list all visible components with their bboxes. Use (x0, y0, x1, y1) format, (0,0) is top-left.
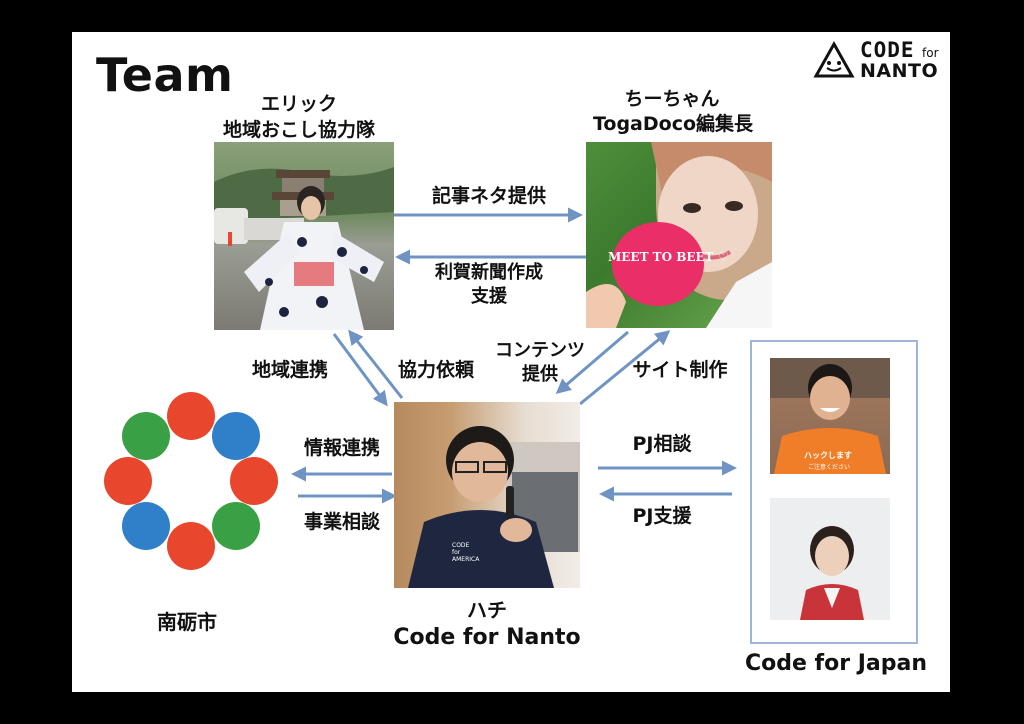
logo-mark-icon (813, 40, 855, 78)
emblem-circle-red (230, 457, 278, 505)
emblem-circle-red (167, 392, 215, 440)
code-for-japan-box (750, 340, 918, 644)
chi-name: ちーちゃん (624, 88, 720, 110)
emblem-circle-red (167, 522, 215, 570)
label-cfj-to-hachi: PJ支援 (632, 505, 692, 527)
label-chi-to-eric-2: 支援 (471, 286, 507, 307)
nanto-city-emblem (104, 392, 278, 570)
label-eric-to-chi: 記事ネタ提供 (431, 185, 546, 207)
label-chi-to-hachi-2: 提供 (522, 364, 558, 385)
arrow-chi-to-hachi (555, 330, 629, 394)
arrows-layer (291, 207, 737, 504)
emblem-circle-red (104, 457, 152, 505)
label-hachi-to-chi: サイト制作 (632, 359, 728, 381)
code-for-japan-label: Code for Japan (744, 651, 928, 676)
chi-photo-sign-text: MEET TO BEET ♡ (608, 250, 729, 264)
label-hachi-to-cfj: PJ相談 (632, 433, 692, 455)
label-chi-to-hachi-1: コンテンツ (495, 340, 585, 361)
label-hachi-to-city: 情報連携 (303, 437, 380, 459)
label-city-to-hachi: 事業相談 (303, 511, 380, 533)
arrow-hachi-to-chi (579, 330, 671, 406)
cfj-member-photo-1: ハックします ご注意ください (770, 358, 890, 474)
hachi-photo: CODE for AMERICA (394, 402, 580, 588)
logo-line1-suffix: for (922, 46, 939, 60)
logo-line1: CODE (860, 38, 915, 62)
eric-photo (214, 142, 394, 330)
emblem-circle-green (122, 412, 170, 460)
code-for-nanto-logo: CODE for NANTO (812, 38, 946, 82)
cfj-member-photo-2 (770, 498, 890, 620)
cfj-shirt-text-1: ハックします (804, 451, 852, 460)
arrow-eric-to-hachi (332, 333, 388, 407)
hachi-role: Code for Nanto (393, 625, 581, 650)
emblem-circle-green (212, 502, 260, 550)
hachi-name: ハチ (467, 598, 507, 622)
label-eric-to-hachi: 地域連携 (251, 359, 328, 381)
slide: Team CODE for NANTO エリック 地域おこし協力隊 ちーちゃん … (72, 32, 950, 692)
emblem-circle-blue (122, 502, 170, 550)
chi-role: TogaDoco編集長 (592, 113, 754, 135)
label-chi-to-eric-1: 利賀新聞作成 (435, 262, 543, 283)
arrow-hachi-to-eric (348, 329, 404, 399)
eric-role: 地域おこし協力隊 (222, 119, 375, 141)
nanto-city-label: 南砺市 (157, 610, 217, 634)
slide-title: Team (96, 48, 234, 102)
chi-photo: MEET TO BEET ♡ (586, 142, 772, 328)
label-hachi-to-eric: 協力依頼 (397, 359, 474, 381)
emblem-circle-blue (212, 412, 260, 460)
cfj-shirt-text-2: ご注意ください (808, 464, 851, 471)
logo-line2: NANTO (860, 60, 939, 82)
eric-name: エリック (260, 93, 337, 115)
hachi-shirt-text: CODE for AMERICA (452, 542, 480, 563)
